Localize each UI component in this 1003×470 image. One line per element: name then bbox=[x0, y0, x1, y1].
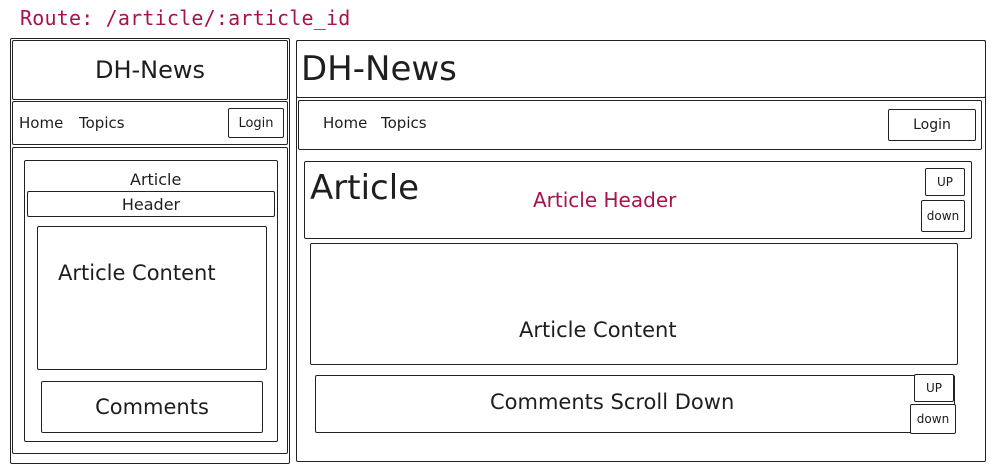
desktop-navbar: Home Topics Login bbox=[298, 100, 982, 150]
mobile-header: DH-News bbox=[12, 40, 288, 100]
mobile-article-header-box: Header bbox=[27, 191, 275, 217]
mobile-article-card bbox=[24, 160, 278, 442]
comments-up-label: UP bbox=[925, 381, 943, 395]
mobile-comments-label: Comments bbox=[95, 395, 209, 419]
vote-down-label: down bbox=[926, 209, 960, 223]
mobile-comments[interactable]: Comments bbox=[41, 381, 263, 433]
mobile-nav-topics[interactable]: Topics bbox=[79, 114, 125, 132]
route-label: Route: /article/:article_id bbox=[20, 6, 351, 30]
mobile-navbar: Home Topics Login bbox=[12, 101, 288, 145]
vote-down-button[interactable]: down bbox=[921, 200, 965, 232]
desktop-nav-home[interactable]: Home bbox=[323, 114, 368, 132]
mobile-body bbox=[12, 147, 288, 454]
mobile-site-title: DH-News bbox=[94, 56, 206, 84]
desktop-site-title: DH-News bbox=[301, 49, 457, 89]
mobile-nav-home[interactable]: Home bbox=[19, 114, 64, 132]
desktop-comments[interactable]: Comments Scroll Down UP down bbox=[315, 374, 956, 434]
mobile-article-content: Article Content bbox=[37, 226, 267, 370]
comments-down-button[interactable]: down bbox=[910, 404, 956, 434]
comments-down-label: down bbox=[916, 412, 950, 426]
mobile-article-header-text: Header bbox=[121, 194, 181, 214]
desktop-header: DH-News bbox=[296, 40, 986, 98]
mobile-frame bbox=[10, 38, 290, 464]
desktop-article-header: Article Article Header UP down bbox=[304, 161, 972, 239]
vote-up-button[interactable]: UP bbox=[925, 168, 965, 196]
mobile-article-content-text: Article Content bbox=[58, 261, 216, 285]
desktop-article-header-text: Article Header bbox=[533, 188, 677, 212]
desktop-article-content-text: Article Content bbox=[519, 318, 677, 342]
vote-up-label: UP bbox=[936, 175, 954, 189]
comments-up-button[interactable]: UP bbox=[914, 374, 954, 402]
mobile-login-button[interactable]: Login bbox=[228, 108, 284, 138]
mobile-login-label: Login bbox=[238, 115, 274, 131]
desktop-article-title: Article bbox=[310, 168, 420, 208]
mobile-article-header-label: Article bbox=[130, 170, 182, 189]
desktop-login-label: Login bbox=[913, 117, 951, 133]
desktop-login-button[interactable]: Login bbox=[888, 109, 976, 141]
desktop-comments-label: Comments Scroll Down bbox=[490, 390, 735, 414]
desktop-article-content: Article Content bbox=[310, 243, 958, 365]
desktop-nav-topics[interactable]: Topics bbox=[381, 114, 427, 132]
